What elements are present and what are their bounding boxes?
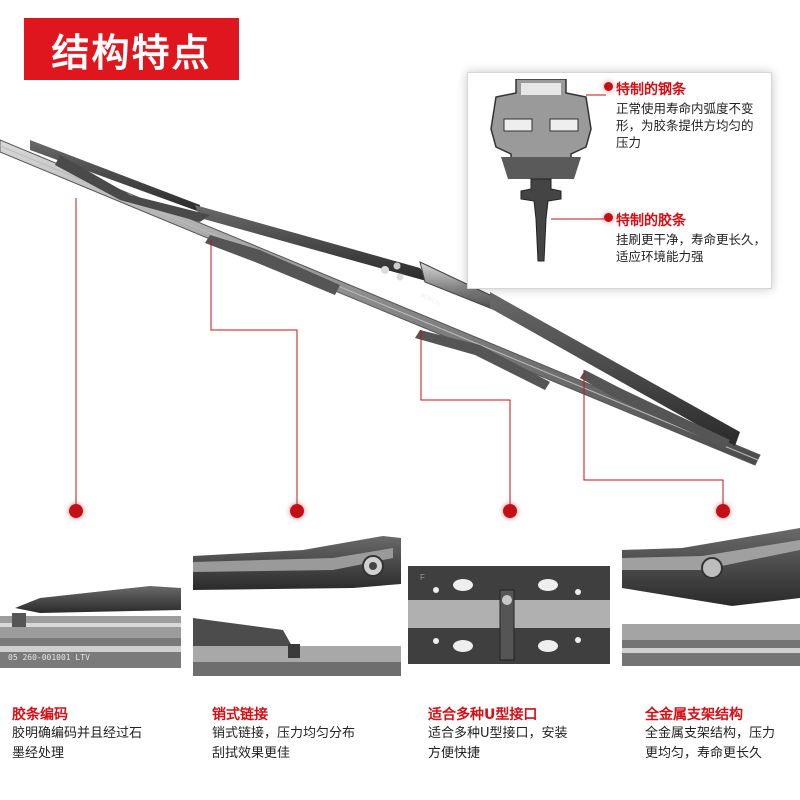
feature-dot-4	[716, 504, 730, 518]
feature-1-line: 胶明确编码并且经过石	[12, 726, 143, 741]
rubber-callout-text: 挂刷更干净，寿命更长久， 适应环境能力强	[616, 231, 766, 265]
rubber-code-text: 05 260-001001 LTV	[8, 653, 90, 662]
feature-4-title: 全金属支架结构	[645, 707, 743, 723]
feature-1-title: 胶条编码	[12, 707, 68, 723]
u-connector-illustration: F	[408, 528, 610, 691]
feature-1-text: 胶明确编码并且经过石 墨经处理	[12, 724, 142, 764]
feature-dot-2	[290, 504, 304, 518]
feature-4-line: 全金属支架结构，压力	[645, 726, 776, 741]
rubber-callout-title: 特制的胶条	[616, 213, 686, 229]
feature-3-text: 适合多种U型接口，安装 方便快捷	[428, 724, 568, 764]
wiper-blade-illustration: BOSCH	[0, 139, 761, 505]
detail-photo-pin-connection	[193, 528, 401, 691]
connector-mark-text: F	[420, 573, 425, 582]
metal-frame-illustration	[622, 528, 800, 691]
pin-connection-illustration	[193, 528, 401, 691]
feature-4-line: 更均匀，寿命更长久	[645, 746, 763, 761]
feature-dot-1	[69, 504, 83, 518]
brand-mark-text: BOSCH	[419, 292, 441, 307]
detail-photo-metal-frame	[622, 528, 800, 691]
feature-4-text: 全金属支架结构，压力 更均匀，寿命更长久	[645, 724, 775, 764]
steel-callout-line: 压力	[616, 135, 642, 150]
steel-callout-dot	[604, 82, 613, 91]
steel-callout-title: 特制的钢条	[616, 82, 686, 98]
rubber-callout-line: 适应环境能力强	[616, 249, 704, 264]
rubber-callout-dot	[604, 213, 613, 222]
feature-3-title: 适合多种U型接口	[428, 707, 538, 723]
cross-section-inset: 特制的钢条 正常使用寿命内弧度不变 形，为胶条提供方均匀的 压力 特制的胶条 挂…	[467, 72, 772, 289]
steel-callout-line: 形，为胶条提供方均匀的	[616, 118, 754, 133]
feature-2-title: 销式链接	[212, 707, 268, 723]
cross-section-illustration	[490, 79, 606, 262]
steel-callout-text: 正常使用寿命内弧度不变 形，为胶条提供方均匀的 压力	[616, 100, 754, 151]
feature-2-line: 销式链接，压力均匀分布	[212, 726, 356, 741]
page-title: 结构特点	[24, 18, 239, 80]
feature-dot-3	[503, 504, 517, 518]
steel-callout-line: 正常使用寿命内弧度不变	[616, 101, 754, 116]
rubber-callout-line: 挂刷更干净，寿命更长久，	[616, 232, 767, 247]
rubber-code-illustration: 05 260-001001 LTV	[0, 528, 181, 691]
feature-1-line: 墨经处理	[12, 746, 65, 761]
feature-2-line: 刮拭效果更佳	[212, 746, 291, 761]
feature-3-line: 方便快捷	[428, 746, 481, 761]
detail-photo-rubber-code: 05 260-001001 LTV	[0, 528, 181, 691]
feature-3-line: 适合多种U型接口，安装	[428, 726, 568, 741]
detail-photo-u-connector: F	[408, 528, 610, 691]
feature-2-text: 销式链接，压力均匀分布 刮拭效果更佳	[212, 724, 355, 764]
